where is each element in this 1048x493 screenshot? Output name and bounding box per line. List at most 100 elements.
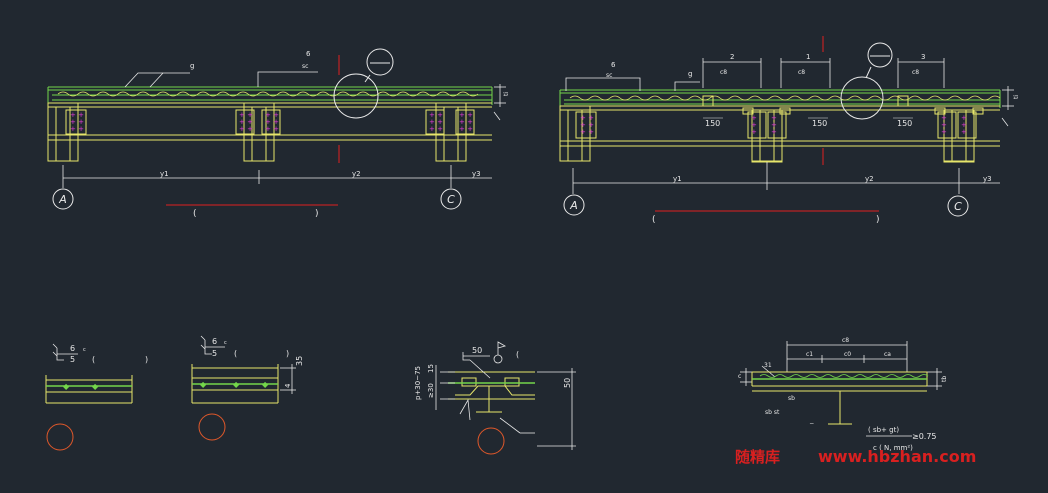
left-span-y3: y3 — [472, 170, 481, 178]
left-span-y2: y2 — [352, 170, 361, 178]
d2-paren-close: ) — [286, 349, 289, 358]
svg-text:+: + — [941, 114, 947, 122]
left-axis-c-bubble — [440, 188, 462, 210]
d3-left-dim-top: 15 — [427, 364, 435, 373]
right-frame — [559, 95, 1000, 162]
right-dim-150-b: 150 — [812, 119, 827, 128]
left-leader-top-label: 6 — [306, 50, 311, 58]
left-caption-open: ( — [193, 209, 197, 219]
right-axis-c-label: C — [954, 200, 962, 213]
d3-paren: ( — [516, 350, 519, 359]
svg-text:+: + — [961, 114, 967, 122]
right-top-dims — [702, 58, 945, 88]
right-dim-150-c: 150 — [897, 119, 912, 128]
svg-text:+: + — [751, 114, 757, 122]
svg-text:+: + — [771, 121, 777, 129]
watermark-url: www.hbzhan.com — [818, 447, 976, 466]
svg-text:+ +: + + — [239, 125, 253, 133]
right-leader-slab-label: g — [688, 70, 692, 78]
svg-text:+ +: + + — [459, 111, 473, 119]
svg-text:◆: ◆ — [200, 380, 207, 389]
right-column-bases — [751, 145, 975, 163]
svg-text:+ +: + + — [265, 111, 279, 119]
d3-right-dim: 50 — [563, 378, 572, 388]
left-right-dim-label: ti — [503, 92, 510, 96]
right-leaders — [565, 77, 700, 91]
svg-text:+: + — [941, 128, 947, 136]
svg-text:◆: ◆ — [262, 380, 269, 389]
right-caption-open: ( — [652, 215, 656, 225]
d4-dash: _ — [809, 416, 814, 424]
d4-sub-dim-2: c0 — [844, 351, 851, 358]
svg-text:+: + — [961, 121, 967, 129]
d4-formula-ratio: ≥0.75 — [912, 432, 937, 441]
left-axis-c-label: C — [447, 193, 455, 206]
svg-text:+: + — [771, 114, 777, 122]
svg-text:+ +: + + — [580, 121, 594, 129]
right-top-dim-1: 1 — [806, 53, 810, 61]
left-right-dim — [493, 84, 506, 121]
left-axis-a-bubble — [52, 188, 74, 210]
svg-text:+ +: + + — [239, 118, 253, 126]
right-top-dim-2: 2 — [730, 53, 734, 61]
left-slab-rebar-wave — [57, 91, 479, 97]
svg-text:+ +: + + — [265, 118, 279, 126]
detail-2: 6 c 5 ( ) ◆◆◆ 35 4 — [191, 335, 304, 441]
left-bolts: + ++ ++ + + ++ ++ + + ++ ++ + + ++ ++ + … — [70, 111, 473, 133]
d4-right-dim: tb — [941, 376, 948, 382]
right-top-dim-3-sub: c8 — [912, 69, 919, 76]
right-axis-a-bubble — [563, 194, 585, 216]
d2-marker-circle — [198, 413, 226, 441]
left-detail-tag — [366, 48, 394, 76]
right-slab — [559, 89, 1001, 108]
left-beam-section: + ++ ++ + + ++ ++ + + ++ ++ + + ++ ++ + … — [47, 48, 510, 219]
d3-left-dim-bottom: ≥30 — [427, 383, 435, 398]
d4-beam-label2: sb st — [765, 409, 780, 416]
svg-text:+: + — [751, 121, 757, 129]
svg-text:+ +: + + — [429, 125, 443, 133]
detail-1: 6 c 5 ( ) ◆◆ — [45, 343, 148, 451]
d3-marker-circle — [477, 427, 505, 455]
d1-weld-sub: c — [83, 347, 86, 353]
d2-paren-open: ( — [234, 349, 237, 358]
left-bolt-plates — [65, 109, 475, 135]
left-leaders — [124, 71, 318, 88]
svg-text:+ +: + + — [70, 118, 84, 126]
svg-text:+: + — [961, 128, 967, 136]
svg-text:+: + — [771, 128, 777, 136]
svg-text:+: + — [941, 121, 947, 129]
left-frame — [47, 102, 492, 162]
right-caption-close: ) — [876, 215, 880, 225]
left-axis-a-label: A — [58, 193, 67, 206]
d1-marker-circle — [46, 423, 74, 451]
d4-left-label: 31 — [764, 362, 772, 369]
right-right-dim-label: ti — [1013, 95, 1020, 99]
d4-top-dim: c8 — [842, 337, 849, 344]
d4-sub-dim-3: ca — [884, 351, 891, 358]
right-detail-tag — [867, 42, 893, 68]
svg-text:◆: ◆ — [63, 382, 70, 391]
right-span-y3: y3 — [983, 175, 992, 183]
left-leader-top2-label: sc — [302, 63, 308, 70]
right-beam-section: + ++ ++ + +++ +++ +++ +++ 150 150 150 — [559, 36, 1020, 225]
d2-dim-small: 4 — [284, 383, 292, 388]
d1-weld-base: 5 — [70, 355, 75, 364]
svg-text:+ +: + + — [459, 125, 473, 133]
svg-text:+ +: + + — [429, 118, 443, 126]
right-dim-150-a: 150 — [705, 119, 720, 128]
left-leader-slab-label: g — [190, 62, 194, 70]
right-leader-top-label: 6 — [611, 61, 616, 69]
detail-4: c8 c1 c0 ca 31 c tb sb sb st _ ( sb+ gt)… — [738, 337, 948, 452]
d4-formula-top: ( sb+ gt) — [868, 426, 899, 434]
right-axis-a-label: A — [569, 199, 578, 212]
left-span-y1: y1 — [160, 170, 169, 178]
right-span-y2: y2 — [865, 175, 874, 183]
svg-text:◆: ◆ — [233, 380, 240, 389]
d4-formula-bottom: c ( N, mm²) — [873, 444, 913, 452]
d4-left-label2: c — [738, 373, 741, 380]
right-span-dims — [572, 162, 1000, 194]
right-detail-circle — [840, 76, 884, 120]
left-slab — [47, 86, 493, 105]
right-span-y1: y1 — [673, 175, 682, 183]
